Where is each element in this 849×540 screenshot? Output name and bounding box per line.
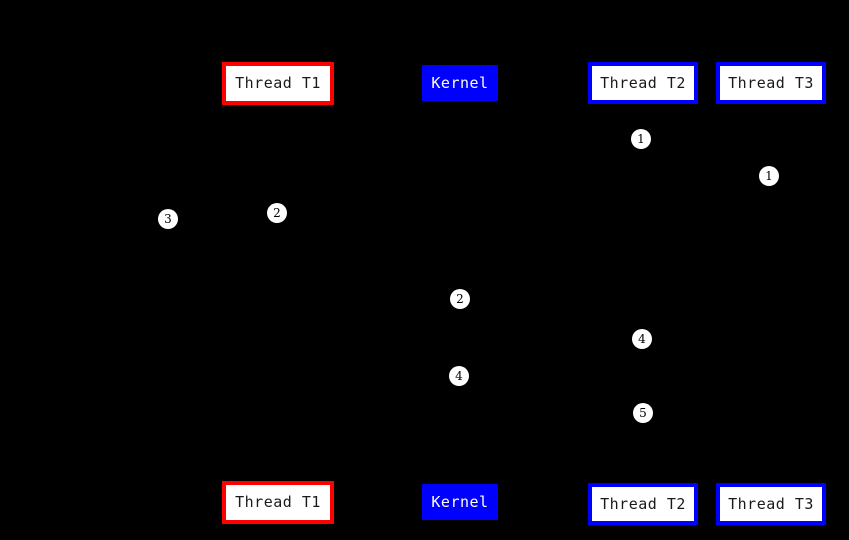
- step-badge: 2: [450, 289, 470, 309]
- lifeline-thread-t2: [642, 104, 644, 483]
- participant-label: Thread T1: [235, 493, 321, 511]
- step-badge: 4: [632, 329, 652, 349]
- message-arrow: [168, 229, 278, 231]
- participant-thread-t2-bottom[interactable]: Thread T2: [588, 483, 698, 525]
- message-arrow: [460, 186, 771, 188]
- step-badge-number: 1: [637, 132, 645, 146]
- message-arrow: [460, 349, 643, 351]
- message-arrow: [460, 149, 643, 151]
- participant-label: Thread T3: [728, 73, 814, 92]
- step-badge-number: 3: [164, 212, 172, 226]
- participant-label: Thread T1: [235, 74, 321, 92]
- participant-label: Thread T3: [728, 494, 814, 513]
- lifeline-thread-t1: [277, 105, 279, 481]
- step-badge-number: 5: [639, 406, 647, 420]
- participant-label: Kernel: [431, 492, 489, 511]
- participant-label: Thread T2: [600, 73, 686, 92]
- step-badge-number: 2: [273, 206, 281, 220]
- message-arrow: [278, 223, 460, 225]
- participant-label: Kernel: [431, 73, 489, 92]
- message-arrow: [278, 309, 460, 311]
- participant-thread-t3-bottom[interactable]: Thread T3: [716, 483, 826, 525]
- step-badge: 1: [759, 166, 779, 186]
- step-badge: 5: [633, 403, 653, 423]
- message-arrow: [460, 423, 643, 425]
- lifeline-thread-t3: [770, 104, 772, 483]
- message-arrow: [460, 386, 643, 388]
- participant-kernel-top[interactable]: Kernel: [422, 65, 498, 101]
- step-badge: 2: [267, 203, 287, 223]
- step-badge-number: 4: [455, 369, 463, 383]
- step-badge-number: 4: [638, 332, 646, 346]
- participant-thread-t3-top[interactable]: Thread T3: [716, 62, 826, 104]
- step-badge-number: 2: [456, 292, 464, 306]
- step-badge-number: 1: [765, 169, 773, 183]
- step-badge: 4: [449, 366, 469, 386]
- participant-thread-t1-bottom[interactable]: Thread T1: [222, 481, 334, 524]
- step-badge: 1: [631, 129, 651, 149]
- participant-thread-t1-top[interactable]: Thread T1: [222, 62, 334, 105]
- participant-kernel-bottom[interactable]: Kernel: [422, 484, 498, 520]
- participant-thread-t2-top[interactable]: Thread T2: [588, 62, 698, 104]
- participant-label: Thread T2: [600, 494, 686, 513]
- step-badge: 3: [158, 209, 178, 229]
